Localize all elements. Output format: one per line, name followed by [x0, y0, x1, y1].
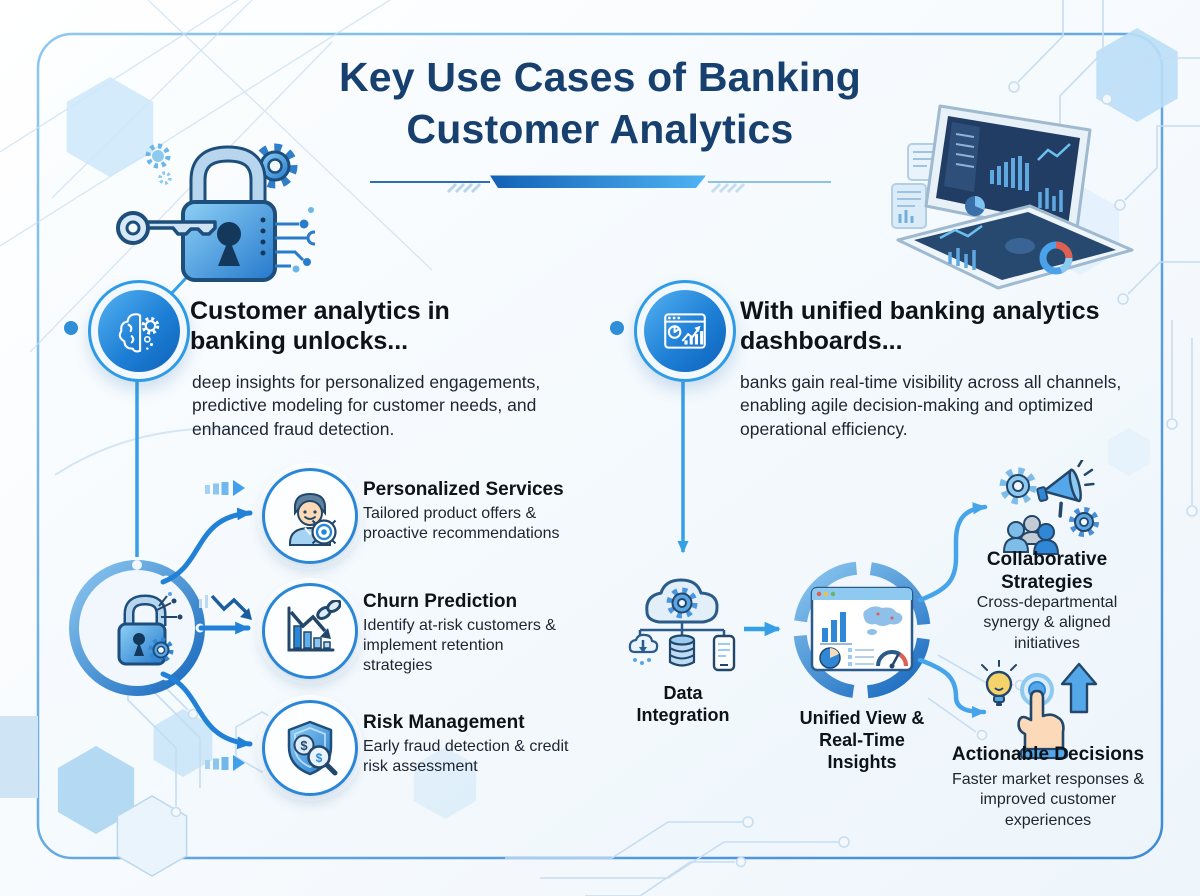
collaboration-icon: [999, 460, 1099, 555]
outcome-desc: Faster market responses & improved custo…: [951, 771, 1145, 829]
pointing-hand-icon: [1017, 689, 1065, 754]
lock-key-illustration: [116, 143, 315, 282]
lightbulb-icon: [981, 660, 1017, 706]
flow-step-label: Data Integration: [636, 683, 730, 725]
item-title: Risk Management: [363, 712, 525, 733]
item-title: Personalized Services: [363, 479, 564, 500]
analytics-laptop-illustration: [891, 104, 1134, 290]
people-group-icon: [1002, 515, 1060, 555]
title-line-1: Key Use Cases of Banking: [338, 54, 862, 100]
outcome-title: Collaborative Strategies: [986, 549, 1108, 593]
megaphone-icon: [1036, 460, 1095, 518]
outcome-desc: Cross-departmental synergy & aligned ini…: [976, 594, 1118, 652]
title-divider: [370, 175, 831, 194]
right-section-body: banks gain real-time visibility across a…: [740, 372, 1122, 439]
page-title: Key Use Cases of Banking Customer Analyt…: [250, 52, 950, 155]
gear-icon: [666, 587, 698, 619]
dashboard-chart-icon: [664, 313, 706, 349]
right-section-heading: With unified banking analytics dashboard…: [740, 297, 1100, 355]
up-arrow-icon: [1060, 662, 1098, 714]
dollar-glyph: $: [300, 738, 308, 753]
flow-step-label: Unified View & Real-Time Insights: [799, 708, 925, 772]
dollar-glyph: $: [316, 751, 323, 765]
shield-magnifier-icon: $ $: [287, 720, 338, 776]
brain-gear-icon: [118, 313, 160, 353]
lock-gear-hub-icon: [117, 592, 183, 666]
item-desc: Identify at-risk customers & implement r…: [363, 617, 556, 674]
dashboard-badge: [634, 280, 736, 382]
left-section-body: deep insights for personalized engagemen…: [192, 372, 541, 439]
unified-dashboard-icon: [810, 586, 914, 672]
left-section-heading: Customer analytics in banking unlocks...: [190, 297, 450, 355]
outcome-title: Actionable Decisions: [951, 744, 1145, 765]
gear-icon: [148, 637, 174, 663]
churn-prediction-circle: [262, 583, 358, 679]
declining-chart-icon: [287, 600, 341, 652]
mobile-phone-icon: [712, 634, 736, 672]
data-integration-icon: [628, 578, 736, 672]
gear-icon: [999, 467, 1037, 505]
brain-analytics-badge: [88, 280, 190, 382]
item-desc: Early fraud detection & credit risk asse…: [363, 738, 569, 775]
personalized-services-circle: [262, 468, 358, 564]
item-desc: Tailored product offers & proactive reco…: [363, 505, 560, 542]
database-icon: [668, 634, 696, 667]
risk-management-circle: $ $: [262, 700, 358, 796]
key-icon: [116, 211, 217, 245]
gear-icon: [1069, 507, 1099, 537]
title-line-2: Customer Analytics: [406, 105, 794, 152]
cloud-download-icon: [628, 633, 659, 665]
item-title: Churn Prediction: [363, 591, 518, 612]
person-target-icon: [289, 492, 337, 546]
action-decision-icon: [981, 660, 1098, 760]
